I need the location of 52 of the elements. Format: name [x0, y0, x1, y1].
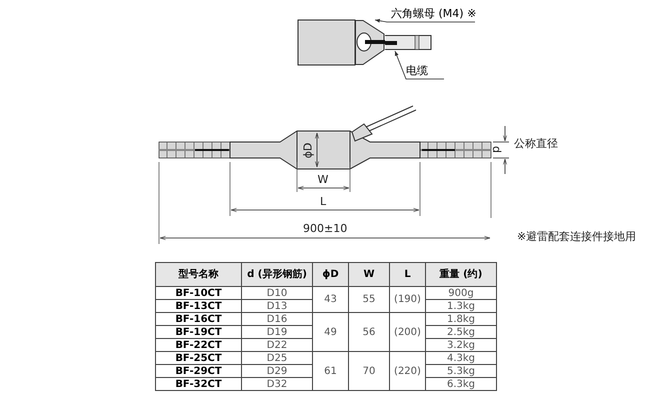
- table-cell: 900g: [426, 286, 496, 300]
- table-cell: BF-25CT: [156, 352, 242, 364]
- table-cell: BF-16CT: [156, 312, 242, 326]
- table-cell: (190): [390, 286, 426, 312]
- table-cell: D13: [242, 300, 312, 312]
- table-cell: 2.5kg: [426, 326, 496, 338]
- table-cell: 70: [348, 352, 390, 390]
- table-cell: D19: [242, 326, 312, 338]
- dimension-label: 公称直径: [514, 138, 558, 149]
- table-cell: BF-22CT: [156, 338, 242, 352]
- dimension-label: d: [491, 146, 502, 153]
- table-cell: (220): [390, 352, 426, 390]
- table-cell: D29: [242, 364, 312, 378]
- footnote: ※避雷配套连接件接地用: [517, 231, 636, 242]
- callout-label: 六角螺母 (M4) ※: [391, 7, 475, 21]
- table-cell: 43: [312, 286, 348, 312]
- table-cell: D32: [242, 378, 312, 390]
- header-cell: L: [390, 262, 426, 286]
- table-cell: 3.2kg: [426, 338, 496, 352]
- table-cell: 5.3kg: [426, 364, 496, 378]
- header-cell: d (异形钢筋): [242, 262, 312, 286]
- table-cell: 1.8kg: [426, 312, 496, 326]
- dimension-label: ϕD: [302, 142, 314, 158]
- header-cell: 重量 (约): [426, 262, 496, 286]
- leader-line: [394, 50, 444, 80]
- dimension-label: L: [320, 196, 326, 207]
- table-cell: 4.3kg: [426, 352, 496, 364]
- table-cell: BF-19CT: [156, 326, 242, 338]
- dimension-label: W: [318, 174, 328, 185]
- table-cell: D22: [242, 338, 312, 352]
- table-cell: (200): [390, 312, 426, 352]
- table-cell: BF-13CT: [156, 300, 242, 312]
- header-cell: ϕD: [312, 262, 348, 286]
- table-cell: 55: [348, 286, 390, 312]
- cable-drawing: [385, 34, 432, 51]
- table-cell: D25: [242, 352, 312, 364]
- table-cell: BF-32CT: [156, 378, 242, 390]
- table-cell: D10: [242, 286, 312, 300]
- header-cell: 型号名称: [156, 262, 242, 286]
- table-cell: 1.3kg: [426, 300, 496, 312]
- dimension-label: 900±10: [303, 223, 348, 234]
- table-cell: D16: [242, 312, 312, 326]
- hex-nut-drawing: [355, 20, 385, 65]
- header-cell: W: [348, 262, 390, 286]
- table-cell: BF-10CT: [156, 286, 242, 300]
- table-cell: 56: [348, 312, 390, 352]
- leader-line: [374, 18, 476, 23]
- table-cell: 61: [312, 352, 348, 390]
- table-cell: 49: [312, 312, 348, 352]
- table-cell: BF-29CT: [156, 364, 242, 378]
- callout-label: 电缆: [406, 64, 442, 78]
- table-cell: 6.3kg: [426, 378, 496, 390]
